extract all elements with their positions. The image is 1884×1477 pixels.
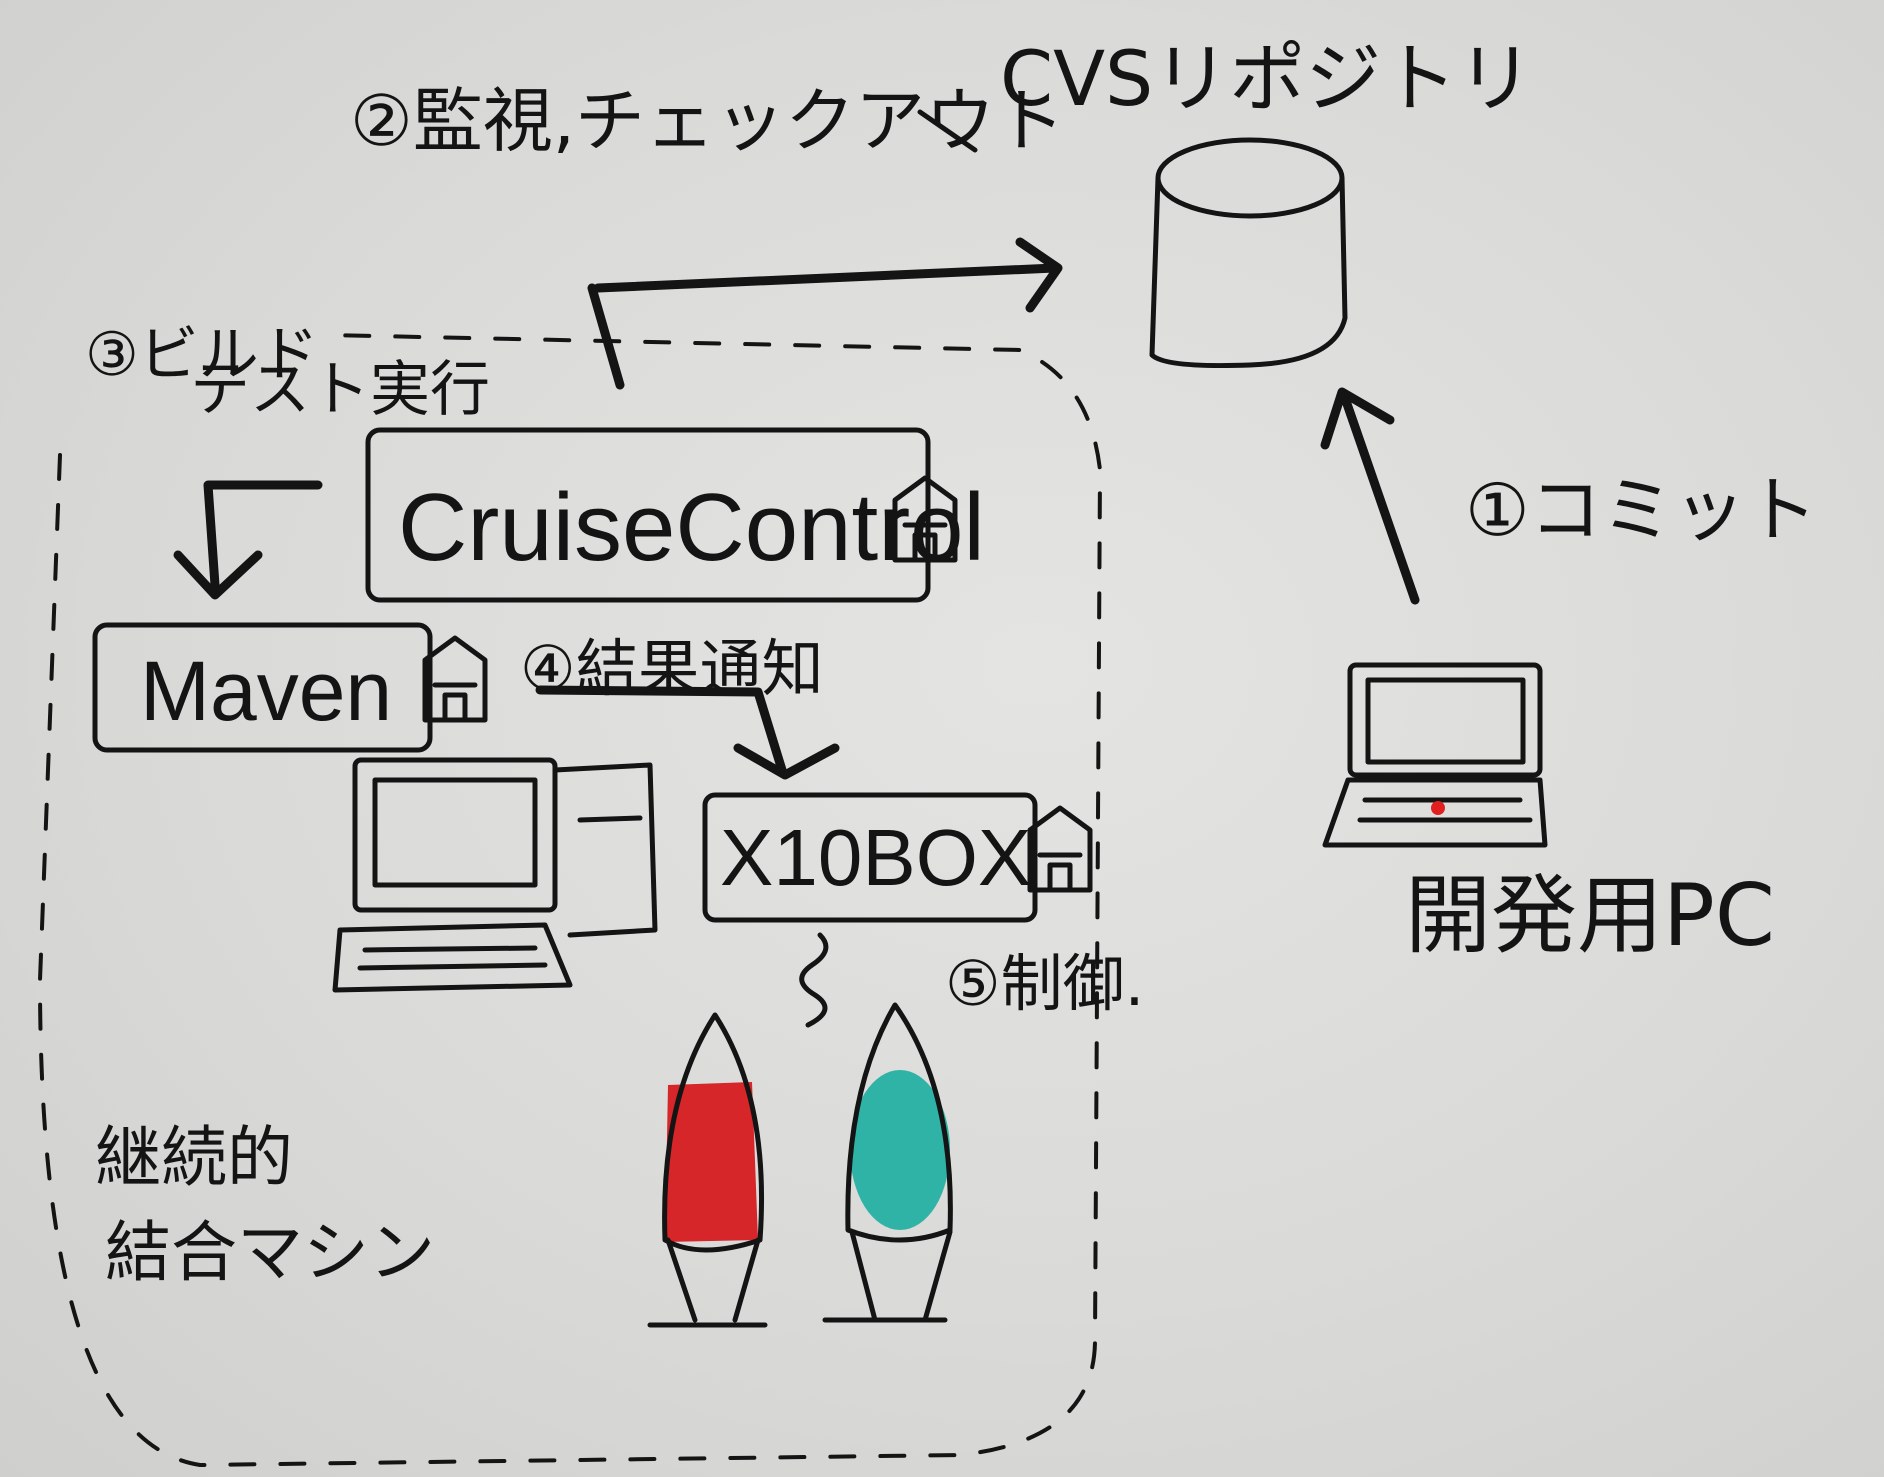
- house-icon: [892, 475, 958, 563]
- ci-machine-label-line2: 結合マシン: [105, 1214, 435, 1291]
- cvs-repository-label: CVSリポジトリ: [1000, 34, 1533, 123]
- green-lamp-fill: [850, 1070, 950, 1230]
- maven-label: Maven: [140, 644, 392, 738]
- notify-arrow: [535, 685, 840, 780]
- control-signal-line: [799, 932, 829, 1028]
- maven-box: Maven: [92, 622, 488, 753]
- desktop-computer-icon: [332, 757, 658, 993]
- laptop-icon: [1322, 662, 1548, 848]
- green-lava-lamp-icon: [822, 1002, 953, 1323]
- laptop-indicator-dot: [1431, 801, 1445, 815]
- step5-control-label: ⑤制御.: [945, 947, 1144, 1020]
- commit-arrow: [1320, 387, 1420, 605]
- build-arrow: [173, 480, 323, 600]
- repository-cylinder-icon: [1149, 137, 1348, 369]
- cruisecontrol-box: CruiseControl: [365, 427, 985, 603]
- step1-commit-label: ①コミット: [1465, 468, 1818, 552]
- red-lava-lamp-icon: [647, 1012, 768, 1328]
- monitor-arrow: [587, 237, 1063, 390]
- ci-machine-label-line1: 継続的: [95, 1119, 293, 1196]
- house-icon: [422, 635, 488, 723]
- x10-box: X10BOX: [702, 792, 1093, 923]
- cruisecontrol-label: CruiseControl: [398, 474, 985, 581]
- step2-monitor-checkout-label: ②監視,チェックアウト: [350, 80, 1065, 162]
- underline-stroke: [917, 109, 978, 153]
- dev-pc-label: 開発用PC: [1405, 866, 1775, 966]
- house-icon: [1027, 805, 1093, 893]
- red-lamp-fill: [665, 1082, 758, 1242]
- step3-test-run-label: テスト実行: [190, 355, 490, 425]
- x10-box-label: X10BOX: [720, 813, 1031, 902]
- step3-build-label: ③ビルド: [85, 320, 319, 390]
- ci-machine-boundary: [37, 333, 1103, 1468]
